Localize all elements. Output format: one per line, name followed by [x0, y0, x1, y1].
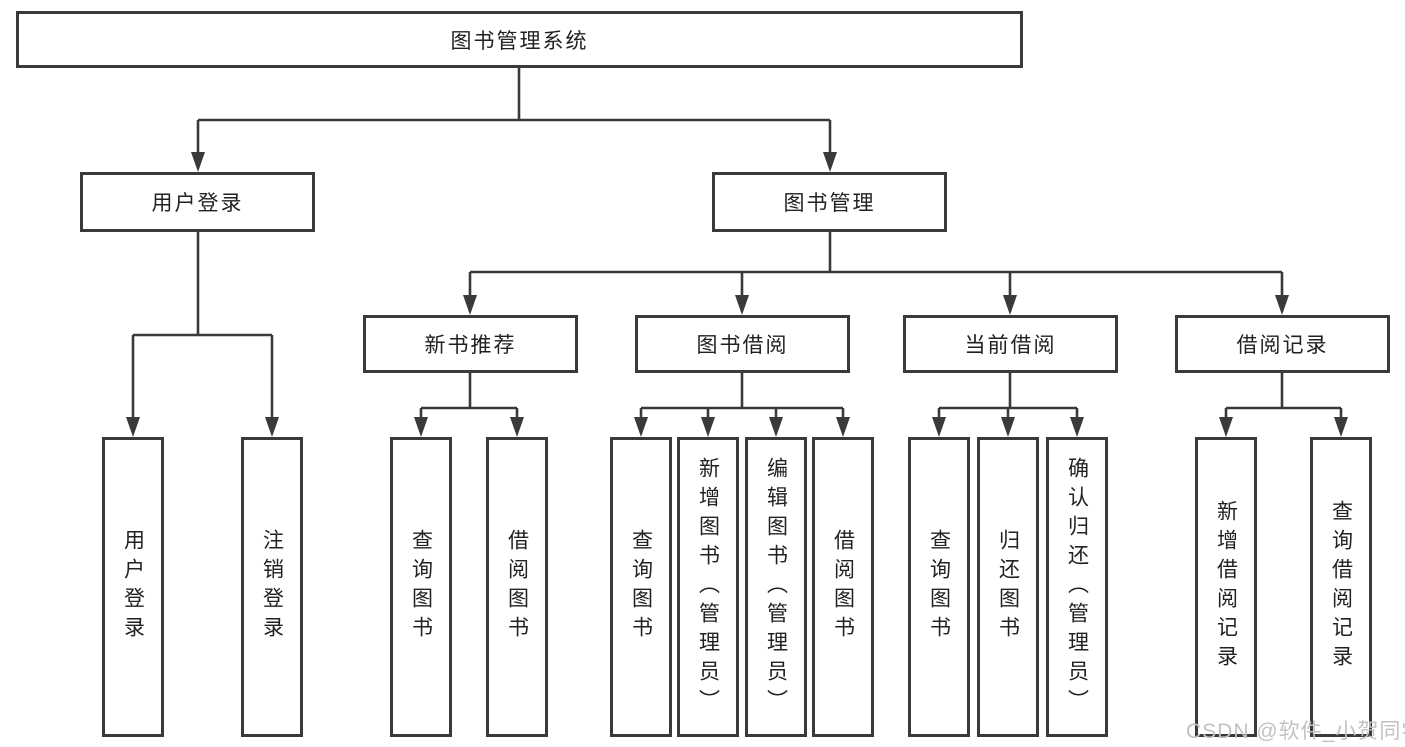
leaf-cb-query-books-label: 查询图书: [927, 529, 951, 645]
edge-newbook-to-leaves: [419, 373, 519, 419]
leaf-cb-confirm-return-admin: 确认归还（管理员）: [1046, 437, 1108, 737]
leaf-br-query-record-label: 查询借阅记录: [1329, 500, 1353, 674]
leaf-cb-return-books-label: 归还图书: [996, 529, 1020, 645]
node-user-login: 用户登录: [80, 172, 315, 232]
leaf-bb-edit-books-admin-label: 编辑图书（管理员）: [764, 456, 788, 718]
leaf-bb-edit-books-admin: 编辑图书（管理员）: [745, 437, 807, 737]
arrowheads: [126, 152, 1348, 437]
leaf-cb-return-books: 归还图书: [977, 437, 1039, 737]
node-borrowing-records: 借阅记录: [1175, 315, 1390, 373]
leaf-nbr-query-books: 查询图书: [390, 437, 452, 737]
leaf-bb-borrow-books: 借阅图书: [812, 437, 874, 737]
node-new-book-recommend: 新书推荐: [363, 315, 578, 373]
edge-bookmgmt-to-level3: [468, 232, 1284, 297]
node-book-management-label: 图书管理: [783, 192, 876, 215]
leaf-logout-login: 注销登录: [241, 437, 303, 737]
node-new-book-recommend-label: 新书推荐: [424, 334, 517, 357]
edge-root-to-level2: [196, 68, 832, 154]
node-book-management: 图书管理: [712, 172, 947, 232]
leaf-nbr-borrow-books: 借阅图书: [486, 437, 548, 737]
leaf-br-add-record: 新增借阅记录: [1195, 437, 1257, 737]
edge-bookborrow-to-leaves: [639, 373, 845, 419]
leaf-logout-login-label: 注销登录: [260, 529, 284, 645]
leaf-br-query-record: 查询借阅记录: [1310, 437, 1372, 737]
csdn-watermark: CSDN @软件_小贺同学: [1186, 720, 1405, 743]
node-root-system: 图书管理系统: [16, 11, 1023, 68]
leaf-bb-add-books-admin-label: 新增图书（管理员）: [696, 456, 720, 718]
leaf-user-login: 用户登录: [102, 437, 164, 737]
leaf-nbr-borrow-books-label: 借阅图书: [505, 529, 529, 645]
node-user-login-label: 用户登录: [151, 192, 244, 215]
leaf-bb-borrow-books-label: 借阅图书: [831, 529, 855, 645]
leaf-bb-add-books-admin: 新增图书（管理员）: [677, 437, 739, 737]
node-book-borrowing: 图书借阅: [635, 315, 850, 373]
node-current-borrowing-label: 当前借阅: [964, 334, 1057, 357]
node-root-system-label: 图书管理系统: [450, 29, 589, 53]
leaf-cb-query-books: 查询图书: [908, 437, 970, 737]
leaf-cb-confirm-return-admin-label: 确认归还（管理员）: [1065, 456, 1089, 718]
node-book-borrowing-label: 图书借阅: [696, 334, 789, 357]
edge-userlogin-to-leaves: [131, 232, 274, 419]
leaf-user-login-label: 用户登录: [121, 529, 145, 645]
leaf-bb-query-books: 查询图书: [610, 437, 672, 737]
edge-currentborrow-to-leaves: [937, 373, 1079, 419]
node-current-borrowing: 当前借阅: [903, 315, 1118, 373]
node-borrowing-records-label: 借阅记录: [1236, 334, 1329, 357]
leaf-nbr-query-books-label: 查询图书: [409, 529, 433, 645]
leaf-br-add-record-label: 新增借阅记录: [1214, 500, 1238, 674]
edge-records-to-leaves: [1224, 373, 1343, 419]
leaf-bb-query-books-label: 查询图书: [629, 529, 653, 645]
